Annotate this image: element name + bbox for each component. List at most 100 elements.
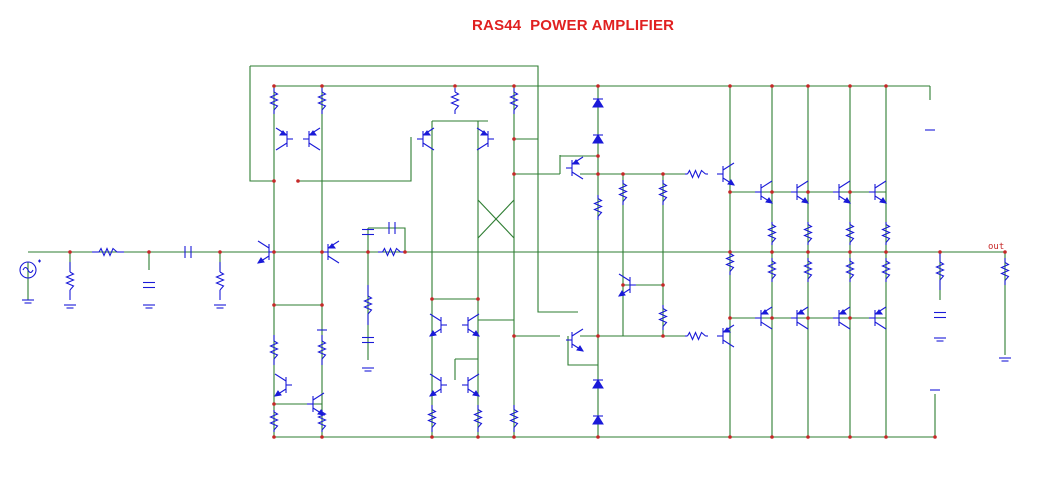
diagram-title: RAS44 POWER AMPLIFIER	[472, 17, 675, 34]
junction-dot	[806, 190, 810, 194]
resistor-icon	[509, 88, 519, 114]
resistor-icon	[473, 405, 483, 432]
resistor-icon	[269, 410, 279, 432]
junction-dot	[320, 250, 324, 254]
components	[19, 88, 1011, 432]
junction-dot	[728, 84, 732, 88]
ground-icon	[64, 304, 76, 309]
resistor-icon	[767, 222, 777, 245]
junction-dot	[147, 250, 151, 254]
output-label: out	[988, 242, 1004, 252]
junction-dot	[272, 250, 276, 254]
resistor-icon	[803, 258, 813, 282]
junction-dot	[453, 84, 457, 88]
junction-dot	[806, 316, 810, 320]
junction-dot	[661, 334, 665, 338]
capacitor-icon	[143, 281, 155, 289]
junction-dot	[596, 334, 600, 338]
resistor-icon	[881, 222, 891, 245]
npn-transistor-icon	[462, 313, 480, 337]
npn-transistor-icon	[462, 373, 480, 397]
resistor-icon	[450, 88, 460, 114]
wire	[567, 336, 598, 366]
junction-dot	[621, 283, 625, 287]
resistor-icon	[92, 247, 124, 257]
junction-dot	[848, 84, 852, 88]
junction-dot	[884, 250, 888, 254]
resistor-icon	[509, 405, 519, 432]
junction-dot	[320, 84, 324, 88]
pnp-transistor-icon	[833, 306, 851, 330]
resistor-icon	[593, 195, 603, 220]
junction-dot	[272, 84, 276, 88]
ac-source-icon	[19, 259, 41, 279]
junction-dot	[848, 316, 852, 320]
resistor-icon	[845, 222, 855, 245]
junction-dot	[403, 250, 407, 254]
resistor-icon	[685, 169, 708, 179]
junctions	[68, 84, 1007, 439]
ground-icon	[934, 337, 946, 342]
capacitor-icon	[362, 336, 374, 344]
pnp-transistor-icon	[755, 306, 773, 330]
ground-icon	[143, 304, 155, 309]
npn-transistor-icon	[307, 392, 325, 416]
junction-dot	[938, 250, 942, 254]
ground-icon	[214, 304, 226, 309]
ground-icon	[22, 299, 34, 304]
capacitor-icon	[362, 228, 374, 236]
resistor-icon	[881, 258, 891, 282]
resistor-icon	[65, 262, 75, 300]
junction-dot	[806, 250, 810, 254]
pnp-transistor-icon	[417, 127, 435, 151]
resistor-icon	[269, 88, 279, 114]
npn-transistor-icon	[717, 162, 735, 186]
junction-dot	[661, 283, 665, 287]
junction-dot	[512, 84, 516, 88]
junction-dot	[512, 435, 516, 439]
resistor-icon	[378, 247, 405, 257]
npn-transistor-icon	[755, 180, 773, 204]
junction-dot	[728, 250, 732, 254]
resistor-icon	[685, 331, 708, 341]
diode-icon	[592, 98, 604, 108]
junction-dot	[661, 172, 665, 176]
ground-icon	[362, 367, 374, 372]
resistor-icon	[658, 180, 668, 205]
junction-dot	[596, 84, 600, 88]
diode-icon	[592, 134, 604, 144]
junction-dot	[1003, 250, 1007, 254]
npn-transistor-icon	[566, 328, 584, 352]
junction-dot	[770, 316, 774, 320]
pnp-transistor-icon	[791, 306, 809, 330]
junction-dot	[430, 297, 434, 301]
wires	[27, 65, 1006, 438]
junction-dot	[272, 179, 276, 183]
junction-dot	[848, 250, 852, 254]
resistor-icon	[1000, 258, 1010, 285]
junction-dot	[884, 84, 888, 88]
junction-dot	[296, 179, 300, 183]
npn-transistor-icon	[429, 373, 447, 397]
junction-dot	[218, 250, 222, 254]
junction-dot	[728, 435, 732, 439]
junction-dot	[770, 435, 774, 439]
capacitor-icon	[184, 246, 192, 258]
resistor-icon	[803, 222, 813, 245]
junction-dot	[272, 402, 276, 406]
npn-transistor-icon	[833, 180, 851, 204]
diode-icon	[592, 379, 604, 389]
wire	[368, 227, 406, 252]
wire	[298, 137, 412, 182]
pnp-transistor-icon	[717, 324, 735, 348]
junction-dot	[596, 172, 600, 176]
wire	[249, 66, 274, 182]
junction-dot	[272, 303, 276, 307]
junction-dot	[770, 250, 774, 254]
resistor-icon	[317, 335, 327, 365]
junction-dot	[366, 250, 370, 254]
resistor-icon	[269, 335, 279, 365]
resistor-icon	[767, 258, 777, 282]
junction-dot	[430, 435, 434, 439]
